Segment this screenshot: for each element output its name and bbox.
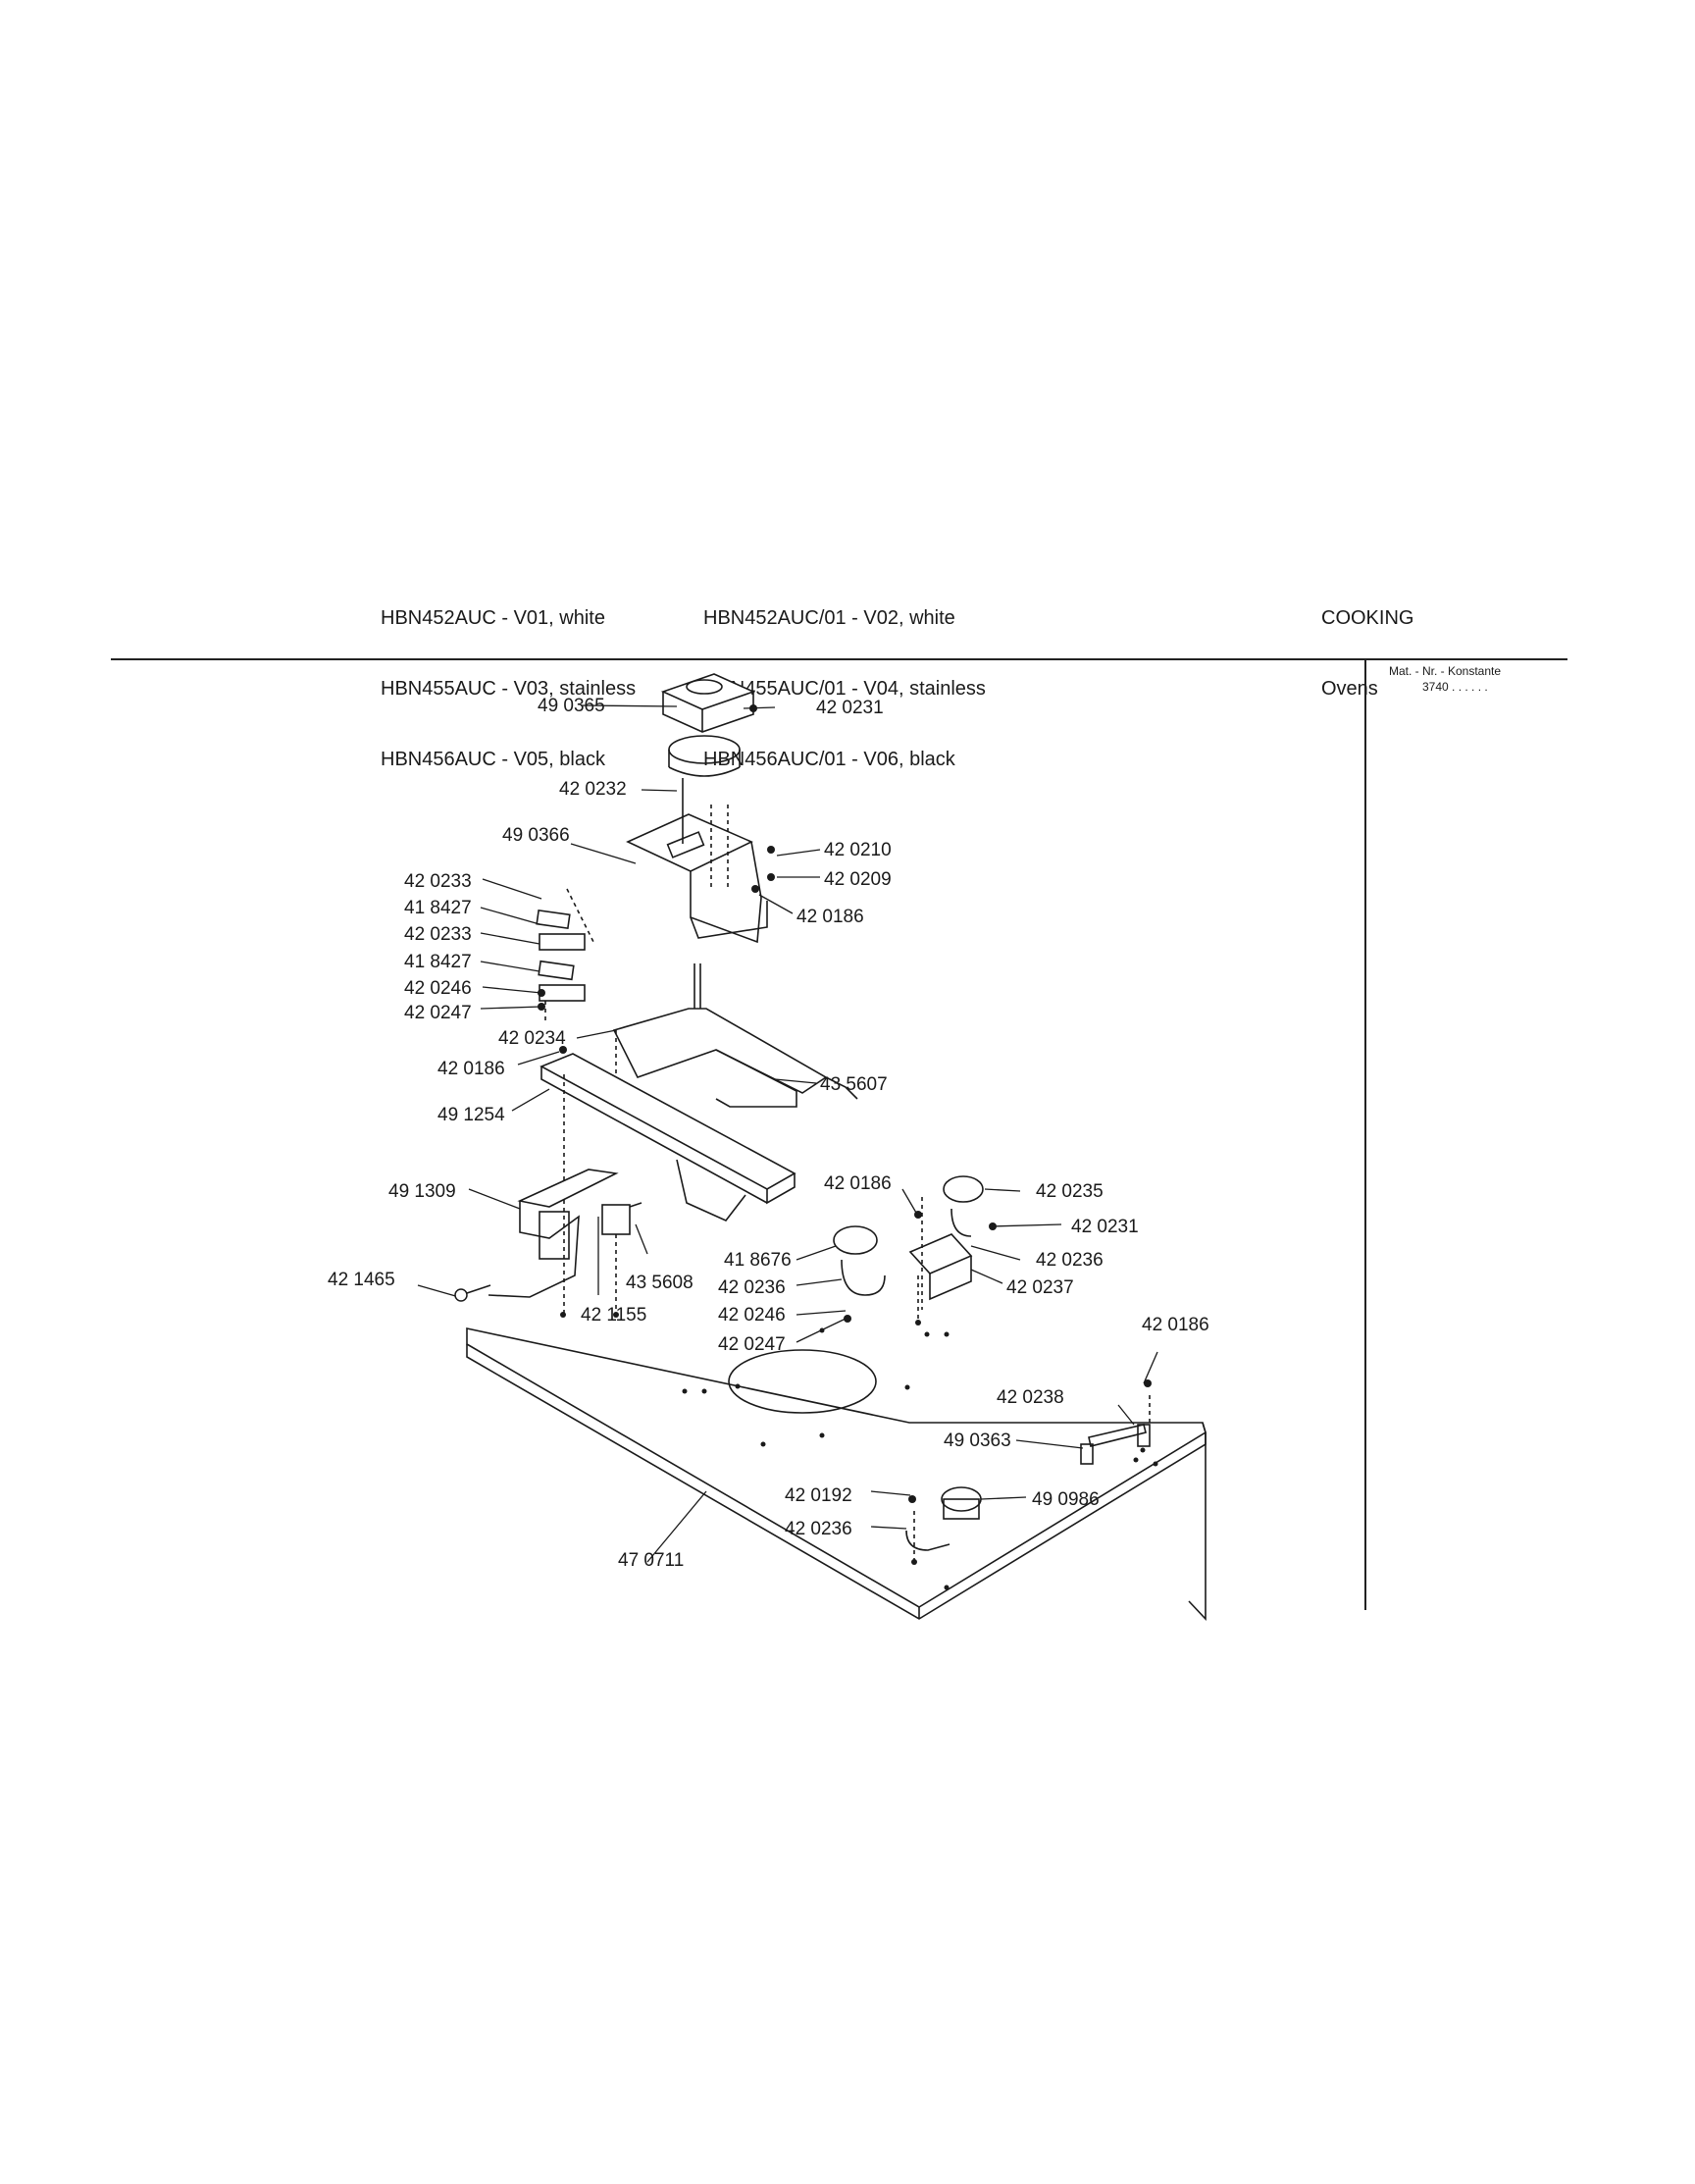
part-label: 42 0236 <box>718 1277 786 1298</box>
part-label: 42 0247 <box>404 1003 472 1023</box>
model-line: HBN455AUC/01 - V04, stainless <box>703 678 986 700</box>
part-label: 42 0234 <box>498 1028 566 1049</box>
model-line: HBN455AUC - V03, stainless <box>381 678 637 700</box>
category-title: COOKING <box>1321 607 1414 629</box>
part-label: 49 0366 <box>502 825 570 846</box>
part-label: 42 0236 <box>1036 1250 1104 1271</box>
part-label: 42 1155 <box>581 1305 646 1326</box>
part-label: 41 8427 <box>404 898 472 918</box>
part-label: 42 0235 <box>1036 1181 1104 1202</box>
thermal-fuse <box>921 1175 984 1310</box>
part-label: 49 1254 <box>437 1105 505 1125</box>
part-label: 42 1465 <box>328 1270 395 1290</box>
material-number-label: Mat. - Nr. - Konstante <box>1389 664 1502 678</box>
part-label: 41 8427 <box>404 952 472 972</box>
part-label: 42 0247 <box>718 1334 786 1355</box>
part-label: 49 0986 <box>1032 1489 1100 1510</box>
part-label: 42 0233 <box>404 871 472 892</box>
side-bracket <box>1080 1395 1151 1465</box>
part-label: 42 0237 <box>1006 1277 1074 1298</box>
part-label: 43 5608 <box>626 1273 693 1293</box>
part-label: 42 0231 <box>816 698 884 718</box>
switch-stack <box>536 888 594 1022</box>
part-label: 42 0186 <box>796 907 864 927</box>
base-panel <box>466 1327 1207 1622</box>
material-number-dots: . . . . . . <box>1452 680 1488 694</box>
part-label: 42 0236 <box>785 1519 852 1539</box>
part-label: 42 0233 <box>404 924 472 945</box>
part-label: 42 0232 <box>559 779 627 800</box>
part-label: 49 0365 <box>538 696 605 716</box>
part-labels: 49 0365 42 0231 42 0232 49 0366 42 0210 … <box>328 696 1209 1571</box>
subcategory-title: Ovens <box>1321 678 1378 700</box>
model-list-left: HBN452AUC - V01, white HBN455AUC - V03, … <box>381 559 636 795</box>
mounting-plate <box>539 1053 796 1315</box>
part-label: 42 0210 <box>824 840 892 860</box>
part-label: 42 0238 <box>997 1387 1064 1408</box>
base-panel-holes <box>682 1327 1158 1590</box>
part-label: 42 0186 <box>437 1059 505 1079</box>
material-number-value-row: 3740 . . . . . . <box>1389 679 1501 695</box>
part-label: 42 0209 <box>824 869 892 890</box>
material-number-value: 3740 <box>1422 680 1449 694</box>
motor-bracket <box>626 778 768 944</box>
model-line: HBN456AUC - V05, black <box>381 749 605 770</box>
model-line: HBN452AUC - V01, white <box>381 607 605 629</box>
material-number-panel: Mat. - Nr. - Konstante 3740 . . . . . . <box>1389 663 1501 695</box>
part-label: 43 5607 <box>820 1074 888 1095</box>
door-lock-assembly <box>460 1169 619 1298</box>
thermostat-assembly <box>833 1225 973 1321</box>
fastener-marks <box>454 704 1152 1565</box>
part-label: 42 0246 <box>404 978 472 999</box>
micro-switch <box>601 1202 642 1311</box>
model-list-right: HBN452AUC/01 - V02, white HBN455AUC/01 -… <box>703 559 986 795</box>
part-label: 41 8676 <box>724 1250 792 1271</box>
part-label: 42 0246 <box>718 1305 786 1326</box>
part-label: 47 0711 <box>618 1550 684 1571</box>
model-line: HBN452AUC/01 - V02, white <box>703 607 955 629</box>
part-label: 49 0363 <box>944 1430 1011 1451</box>
leader-lines <box>417 704 1158 1563</box>
part-label: 42 0186 <box>824 1173 892 1194</box>
part-label: 42 0192 <box>785 1485 852 1506</box>
side-divider <box>1364 660 1366 1610</box>
motor-assembly <box>660 673 756 777</box>
rod-bracket <box>612 963 858 1108</box>
part-label: 49 1309 <box>388 1181 456 1202</box>
category-block: COOKING Ovens <box>1321 559 1413 724</box>
part-label: 42 0186 <box>1142 1315 1209 1335</box>
header-divider <box>111 658 1567 660</box>
part-label: 42 0231 <box>1071 1217 1139 1237</box>
limiter-thermostat <box>905 1486 982 1560</box>
